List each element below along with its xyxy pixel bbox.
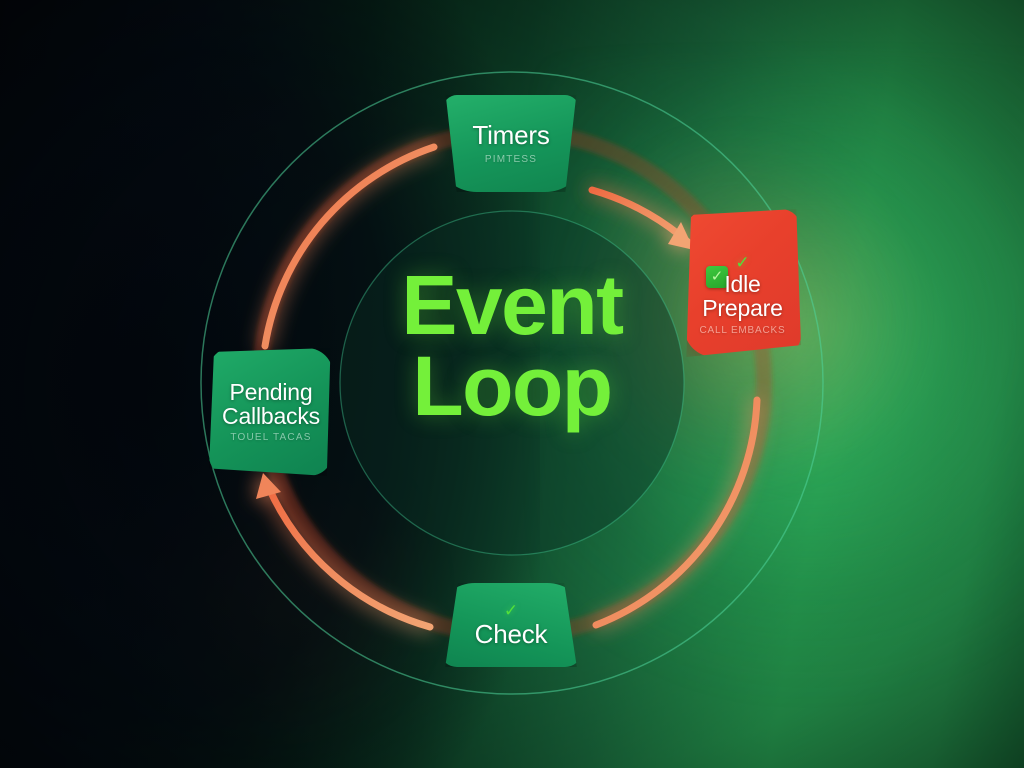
node-idle-prepare-title-line-1: Idle: [724, 271, 761, 298]
node-timers-shape: [445, 95, 577, 192]
center-title: Event Loop: [330, 258, 694, 434]
center-title-line-2: Loop: [412, 339, 613, 433]
arrow-idle-to-check: [592, 396, 761, 629]
node-pending-callbacks-title-line-2: Callbacks: [222, 402, 320, 429]
center-title-line-1: Event: [401, 257, 624, 352]
node-check-title: Check: [474, 618, 548, 649]
inner-ring: [339, 210, 685, 556]
node-idle-prepare-subtitle: CALL EMBACKS: [699, 324, 786, 336]
node-pending-callbacks-subtitle: TOUEL TACAS: [230, 432, 312, 444]
node-pending-callbacks-title-line-1: Pending: [229, 378, 313, 405]
inner-disc: [340, 211, 684, 555]
flow-arrows: [256, 143, 761, 631]
node-check-shape: [445, 583, 577, 667]
node-pending-callbacks[interactable]: Pending Callbacks TOUEL TACAS: [209, 348, 333, 476]
node-idle-prepare-title-line-2: Prepare: [702, 295, 783, 321]
node-timers-subtitle: PIMTESS: [484, 153, 538, 165]
arrowhead-timers-to-idle: [668, 222, 694, 250]
arrow-pending-to-timers: [261, 143, 438, 350]
check-icon: ✓: [735, 253, 750, 273]
node-idle-prepare[interactable]: ✓ Idle Prepare CALL EMBACKS ✓: [684, 209, 801, 357]
node-timers-title: Timers: [472, 120, 550, 151]
arrowhead-check-to-pending: [256, 473, 281, 499]
check-badge-icon: ✓: [706, 266, 728, 288]
node-timers[interactable]: Timers PIMTESS: [443, 95, 579, 192]
node-check[interactable]: ✓ Check: [441, 583, 581, 667]
node-idle-prepare-shape: [686, 209, 801, 357]
arrow-check-to-pending: [264, 482, 434, 631]
outer-ring: [200, 71, 824, 695]
node-pending-callbacks-shape: [209, 348, 331, 476]
check-icon: ✓: [503, 600, 519, 620]
